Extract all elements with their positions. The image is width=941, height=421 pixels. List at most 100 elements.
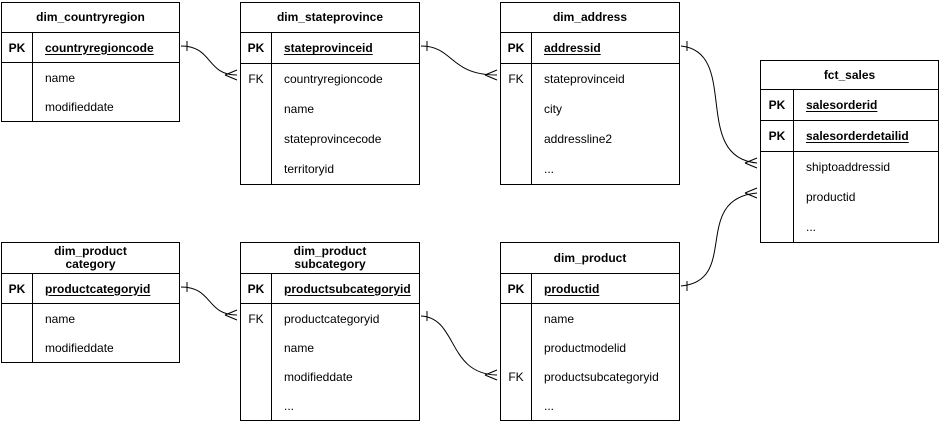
- column-name: stateprovincecode: [284, 132, 382, 146]
- key-cell: [761, 212, 794, 242]
- column-name: ...: [284, 398, 295, 413]
- key-cell: [241, 391, 272, 420]
- fk-badge: FK: [501, 64, 532, 94]
- crows-foot-icon: [484, 69, 498, 81]
- table-row: PK productcategoryid: [2, 274, 179, 304]
- column-name: name: [544, 311, 575, 326]
- entity-dim-countryregion: dim_countryregion PK countryregioncode n…: [1, 2, 180, 122]
- relationship-line: [180, 286, 238, 316]
- key-cell: [761, 182, 794, 212]
- key-cell: [2, 333, 33, 362]
- key-cell: [501, 94, 532, 124]
- entity-dim-productcategory: dim_product category PK productcategoryi…: [1, 242, 180, 363]
- column-name: productid: [544, 281, 600, 296]
- crows-foot-icon: [224, 69, 238, 81]
- table-row: modifieddate: [2, 333, 179, 362]
- key-cell: [501, 333, 532, 362]
- fk-badge: FK: [241, 64, 272, 94]
- column-name: ...: [544, 398, 555, 413]
- table-title: dim_countryregion: [2, 3, 179, 33]
- key-cell: [241, 124, 272, 154]
- relationship-productsubcategory-product: [420, 311, 498, 381]
- key-cell: [761, 152, 794, 182]
- table-row: PK stateprovinceid: [241, 33, 419, 64]
- entity-dim-productsubcategory: dim_product subcategory PK productsubcat…: [240, 242, 420, 421]
- key-cell: [2, 304, 33, 333]
- fk-badge: FK: [241, 304, 272, 333]
- crows-foot-icon: [224, 309, 238, 321]
- pk-badge: PK: [2, 274, 33, 303]
- key-cell: [2, 63, 33, 92]
- column-name: name: [45, 311, 76, 326]
- column-name: countryregioncode: [284, 72, 383, 86]
- table-row: city: [501, 94, 679, 124]
- table-row: territoryid: [241, 154, 419, 184]
- table-row: productid: [761, 182, 938, 212]
- column-name: city: [544, 102, 562, 116]
- table-row: ...: [501, 154, 679, 184]
- entity-dim-product: dim_product PK productid name productmod…: [500, 242, 680, 421]
- relationship-line: [420, 315, 498, 376]
- relationship-line: [420, 45, 498, 76]
- column-name: modifieddate: [45, 340, 114, 355]
- crows-foot-icon: [744, 187, 758, 199]
- column-name: stateprovinceid: [544, 72, 625, 86]
- table-row: productmodelid: [501, 333, 679, 362]
- table-row: FK stateprovinceid: [501, 64, 679, 94]
- table-row: FK countryregioncode: [241, 64, 419, 94]
- table-title: dim_product: [501, 243, 679, 274]
- table-row: PK countryregioncode: [2, 33, 179, 63]
- table-row: ...: [501, 391, 679, 420]
- entity-dim-address: dim_address PK addressid FK stateprovinc…: [500, 2, 680, 185]
- crows-foot-icon: [744, 157, 758, 169]
- relationship-line: [180, 45, 238, 76]
- column-name: countryregioncode: [45, 40, 154, 55]
- relationship-stateprovince-address: [420, 41, 498, 81]
- table-row: name: [241, 333, 419, 362]
- relationship-product-fctsales: [680, 187, 758, 291]
- table-row: name: [241, 94, 419, 124]
- table-row: PK productsubcategoryid: [241, 274, 419, 304]
- relationship-countryregion-stateprovince: [180, 41, 238, 81]
- column-name: modifieddate: [284, 369, 353, 384]
- column-name: territoryid: [284, 162, 335, 176]
- table-row: PK salesorderdetailid: [761, 121, 938, 152]
- table-row: FK productsubcategoryid: [501, 362, 679, 391]
- relationship-address-fctsales: [680, 41, 758, 169]
- column-name: name: [284, 340, 315, 355]
- column-name: productcategoryid: [284, 311, 380, 326]
- column-name: name: [284, 102, 315, 116]
- column-name: productmodelid: [544, 340, 627, 355]
- pk-badge: PK: [241, 33, 272, 63]
- column-name: productcategoryid: [45, 281, 151, 296]
- pk-badge: PK: [761, 121, 794, 151]
- column-name: ...: [544, 162, 555, 176]
- pk-badge: PK: [2, 33, 33, 62]
- column-name: ...: [806, 220, 817, 234]
- crows-foot-icon: [484, 369, 498, 381]
- column-name: productsubcategoryid: [284, 281, 411, 296]
- table-title: fct_sales: [761, 61, 938, 90]
- key-cell: [501, 304, 532, 333]
- key-cell: [2, 92, 33, 121]
- column-name: salesorderdetailid: [806, 129, 909, 143]
- pk-badge: PK: [761, 90, 794, 120]
- table-row: PK salesorderid: [761, 90, 938, 121]
- table-title: dim_product category: [2, 243, 179, 274]
- table-row: ...: [761, 212, 938, 242]
- relationship-line: [680, 192, 758, 287]
- pk-badge: PK: [241, 274, 272, 303]
- column-name: stateprovinceid: [284, 41, 373, 55]
- entity-dim-stateprovince: dim_stateprovince PK stateprovinceid FK …: [240, 2, 420, 185]
- table-title: dim_product subcategory: [241, 243, 419, 274]
- table-row: stateprovincecode: [241, 124, 419, 154]
- table-row: name: [2, 304, 179, 333]
- table-row: shiptoaddressid: [761, 152, 938, 182]
- column-name: productsubcategoryid: [544, 369, 659, 384]
- table-title: dim_address: [501, 3, 679, 33]
- key-cell: [241, 362, 272, 391]
- column-name: modifieddate: [45, 99, 114, 114]
- relationship-productcategory-productsubcategory: [180, 282, 238, 321]
- column-name: name: [45, 70, 76, 85]
